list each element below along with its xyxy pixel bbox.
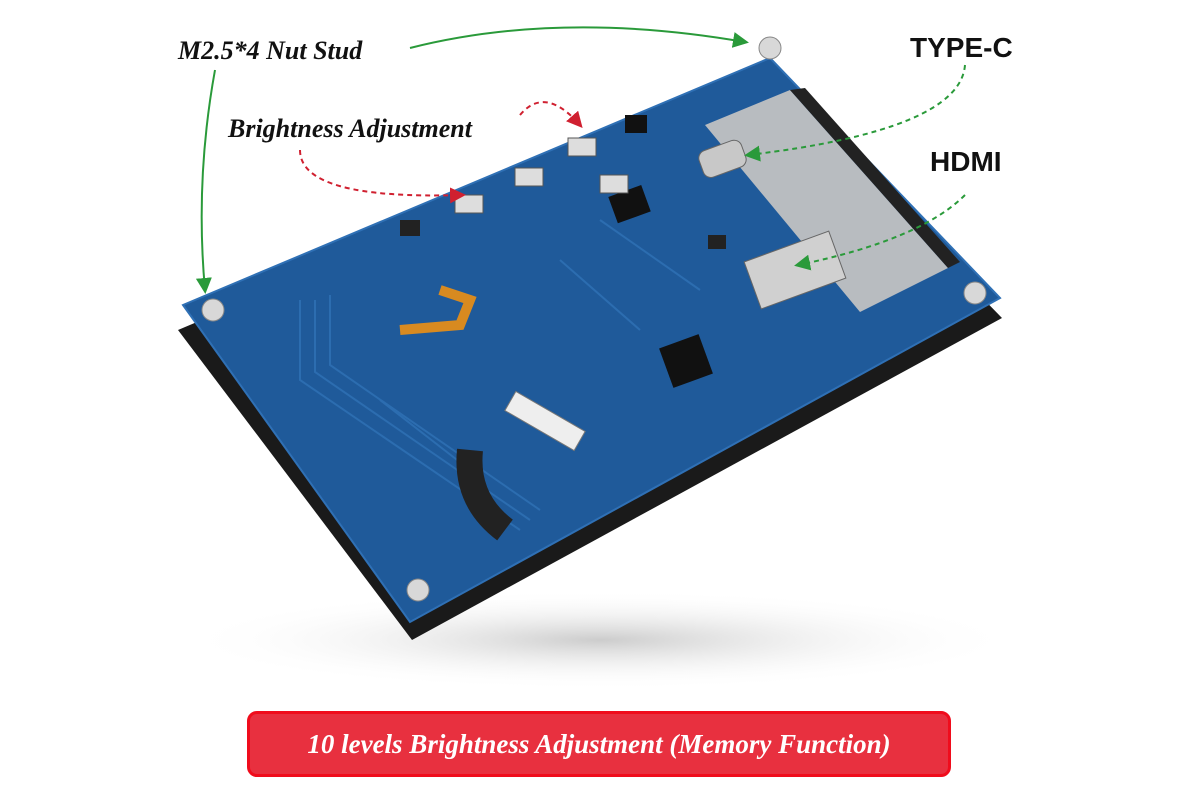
hdmi-arrow [794, 194, 966, 271]
brightness-arrow-1 [519, 101, 583, 129]
brightness-arrow-2 [299, 149, 466, 204]
type-c-arrow [744, 64, 966, 162]
nut-stud-label: M2.5*4 Nut Stud [178, 36, 363, 65]
type-c-port [698, 139, 747, 178]
nut-stud-arrow-left [195, 69, 216, 294]
nut-stud-arrow-top [409, 26, 749, 49]
display-panel [705, 90, 948, 312]
nut-studs [201, 36, 987, 602]
ribbon-connector [504, 390, 586, 452]
hdmi-label: HDMI [930, 146, 1002, 177]
brightness-label: Brightness Adjustment [228, 114, 472, 143]
flex-cable [456, 448, 514, 541]
type-c-label: TYPE-C [910, 32, 1013, 63]
chips [400, 115, 726, 388]
feature-banner: 10 levels Brightness Adjustment (Memory … [247, 711, 951, 777]
